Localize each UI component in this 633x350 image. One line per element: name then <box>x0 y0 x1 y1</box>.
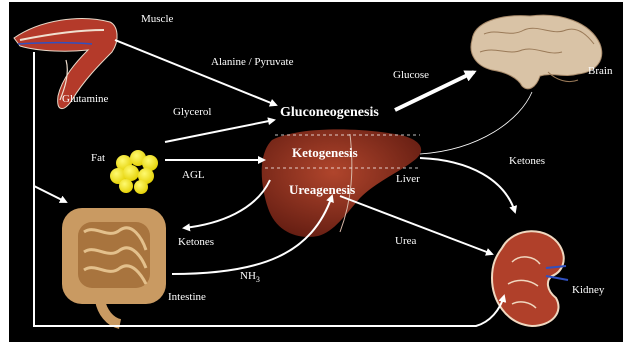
label-nh3-subscript: 3 <box>256 275 260 284</box>
label-kidney: Kidney <box>572 285 604 296</box>
label-alanine-pyruvate: Alanine / Pyruvate <box>211 57 293 68</box>
label-liver: Liver <box>396 174 420 185</box>
label-nh3-base: NH <box>240 270 256 282</box>
arrow-muscle-to-liver <box>115 40 276 105</box>
label-agl: AGL <box>182 170 205 181</box>
fat-cells-illustration <box>110 150 158 194</box>
arrow-glutamine-to-intestine <box>34 186 66 202</box>
arrow-ketones-kidney <box>420 158 515 212</box>
label-glucose: Glucose <box>393 70 429 81</box>
label-ureagenesis: Ureagenesis <box>289 183 355 196</box>
label-ketones-intestine: Ketones <box>178 237 214 248</box>
label-glutamine: Glutamine <box>62 94 108 105</box>
label-ketones-kidney: Ketones <box>509 156 545 167</box>
kidney-illustration <box>492 231 568 326</box>
label-brain: Brain <box>588 66 612 77</box>
label-ketogenesis: Ketogenesis <box>292 146 358 159</box>
label-gluconeogenesis: Gluconeogenesis <box>280 106 379 120</box>
label-intestine: Intestine <box>168 292 206 303</box>
arrow-ketones-intestine <box>184 180 270 228</box>
intestine-illustration <box>62 208 166 324</box>
label-nh3: NH3 <box>240 271 260 284</box>
arrow-glycerol <box>165 120 274 142</box>
label-fat: Fat <box>91 153 105 164</box>
brain-illustration <box>471 15 602 89</box>
label-glycerol: Glycerol <box>173 107 211 118</box>
label-urea: Urea <box>395 236 416 247</box>
line-liver-brain <box>420 92 532 154</box>
label-muscle: Muscle <box>141 14 173 25</box>
